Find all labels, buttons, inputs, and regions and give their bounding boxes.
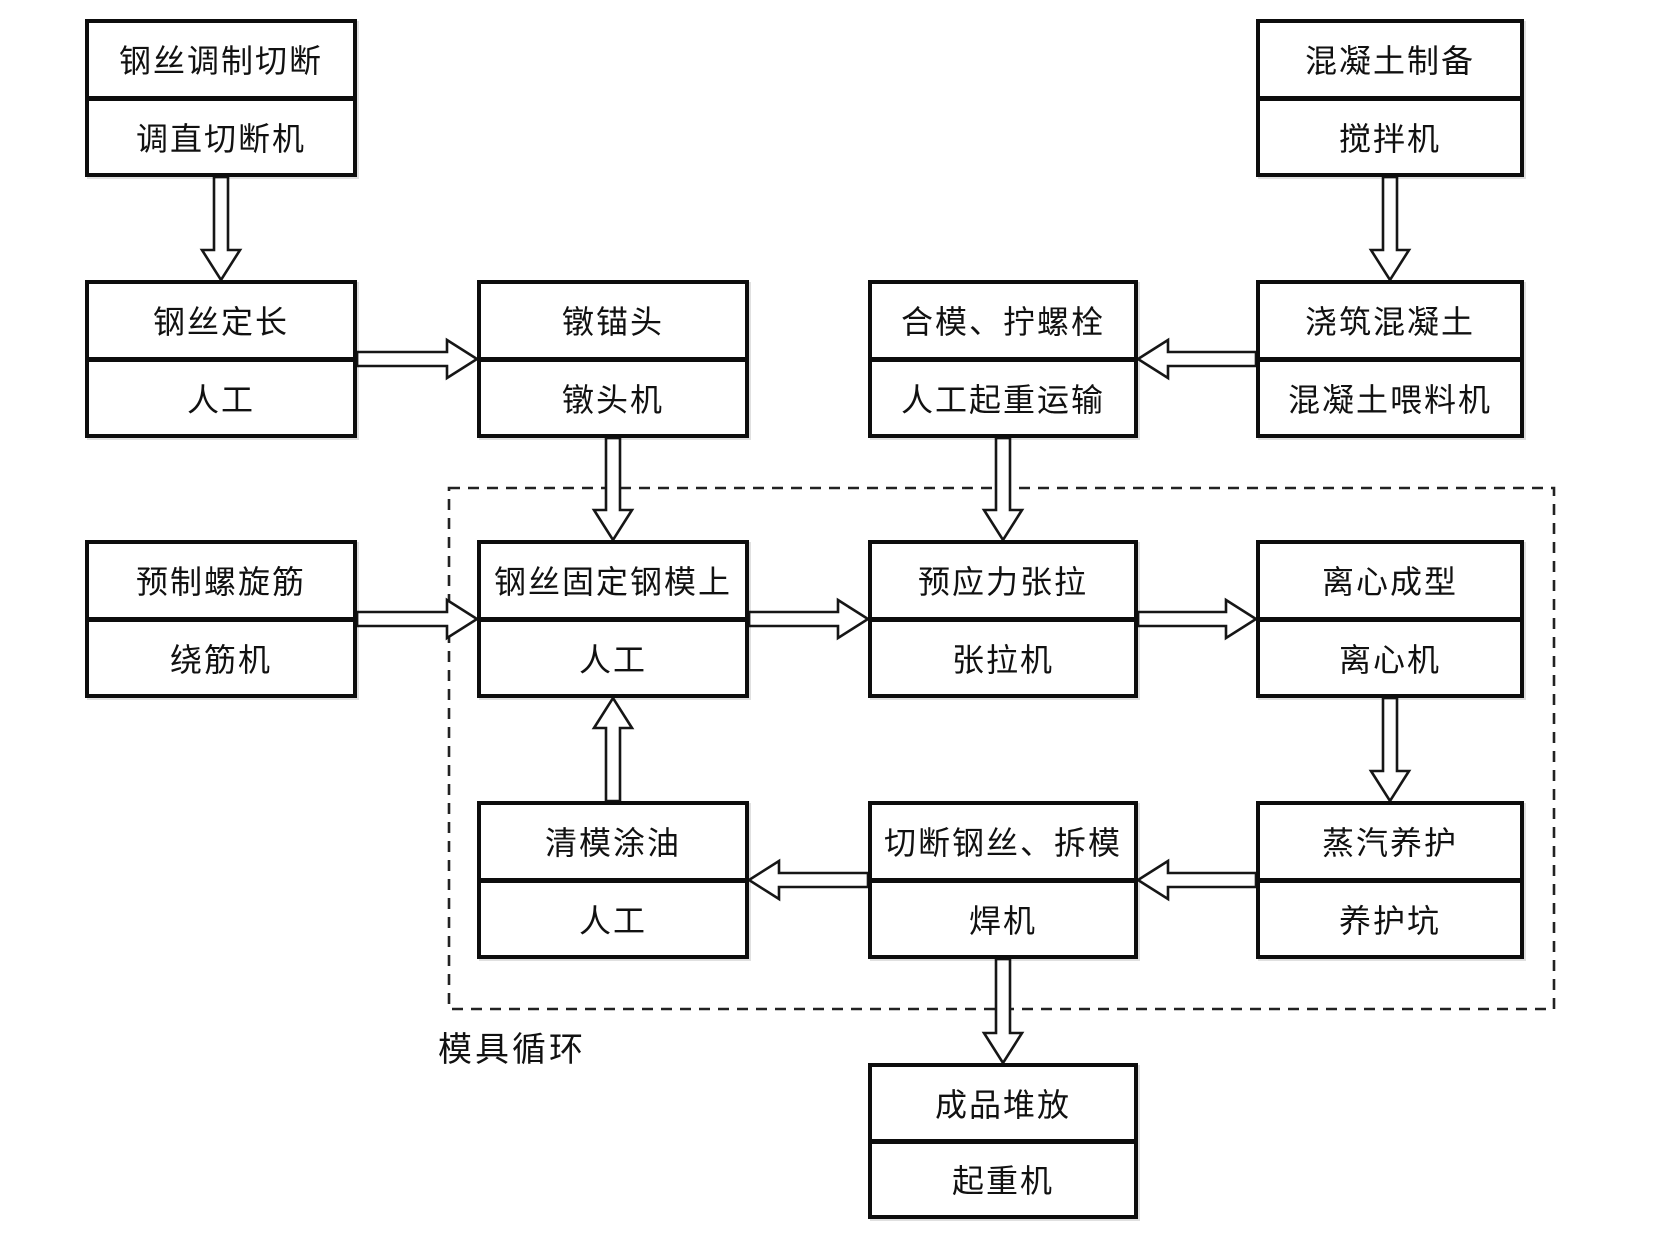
arrow-concrete-prep-to-pour-concrete bbox=[1368, 175, 1412, 283]
mold-cycle-label: 模具循环 bbox=[438, 1032, 586, 1069]
machine-label: 张拉机 bbox=[872, 616, 1134, 695]
machine-label: 焊机 bbox=[872, 877, 1134, 956]
machine-label: 人工 bbox=[481, 877, 745, 956]
arrow-upset-anchor-head-to-fix-wire-on-mold bbox=[591, 436, 635, 543]
process-label: 镦锚头 bbox=[561, 304, 664, 341]
process-label: 合模、拧螺栓 bbox=[900, 304, 1105, 341]
arrow-clean-oil-mold-to-fix-wire-on-mold bbox=[591, 695, 635, 803]
arrow-cut-wire-demold-to-clean-oil-mold bbox=[746, 858, 870, 902]
process-box-pour-concrete: 浇筑混凝土 混凝土喂料机 bbox=[1256, 280, 1524, 438]
machine-label: 人工起重运输 bbox=[872, 356, 1134, 435]
process-label: 混凝土制备 bbox=[1304, 43, 1475, 80]
process-box-fix-wire-on-mold: 钢丝固定钢模上 人工 bbox=[477, 540, 749, 698]
process-label: 蒸汽养护 bbox=[1321, 825, 1458, 862]
process-label: 离心成型 bbox=[1321, 564, 1458, 601]
machine-label: 镦头机 bbox=[481, 356, 745, 435]
process-box-centrifugal-forming: 离心成型 离心机 bbox=[1256, 540, 1524, 698]
process-label: 钢丝定长 bbox=[152, 304, 289, 341]
process-box-cut-wire-demold: 切断钢丝、拆模 焊机 bbox=[868, 801, 1138, 959]
machine-label: 搅拌机 bbox=[1260, 95, 1520, 174]
process-box-prefab-spiral-rebar: 预制螺旋筋 绕筋机 bbox=[85, 540, 357, 698]
process-box-wire-fixed-length: 钢丝定长 人工 bbox=[85, 280, 357, 438]
machine-label: 离心机 bbox=[1260, 616, 1520, 695]
process-box-concrete-prep: 混凝土制备 搅拌机 bbox=[1256, 19, 1524, 177]
process-box-product-stacking: 成品堆放 起重机 bbox=[868, 1063, 1138, 1219]
process-label: 成品堆放 bbox=[934, 1086, 1071, 1123]
machine-label: 人工 bbox=[89, 356, 353, 435]
arrow-wire-fixed-length-to-upset-anchor-head bbox=[355, 337, 480, 381]
process-label: 预应力张拉 bbox=[917, 564, 1088, 601]
process-box-clean-oil-mold: 清模涂油 人工 bbox=[477, 801, 749, 959]
arrow-wire-straighten-cut-to-wire-fixed-length bbox=[199, 175, 243, 283]
arrow-steam-curing-to-cut-wire-demold bbox=[1135, 858, 1258, 902]
process-label: 浇筑混凝土 bbox=[1304, 304, 1475, 341]
machine-label: 人工 bbox=[481, 616, 745, 695]
process-box-upset-anchor-head: 镦锚头 镦头机 bbox=[477, 280, 749, 438]
arrow-close-mold-bolts-to-prestress-tension bbox=[981, 436, 1025, 543]
arrow-cut-wire-demold-to-product-stacking bbox=[981, 957, 1025, 1066]
process-label: 钢丝调制切断 bbox=[118, 43, 323, 80]
process-box-steam-curing: 蒸汽养护 养护坑 bbox=[1256, 801, 1524, 959]
process-label: 预制螺旋筋 bbox=[135, 564, 306, 601]
process-box-prestress-tension: 预应力张拉 张拉机 bbox=[868, 540, 1138, 698]
machine-label: 绕筋机 bbox=[89, 616, 353, 695]
machine-label: 养护坑 bbox=[1260, 877, 1520, 956]
machine-label: 起重机 bbox=[872, 1138, 1134, 1216]
process-label: 钢丝固定钢模上 bbox=[493, 564, 732, 601]
process-label: 清模涂油 bbox=[544, 825, 681, 862]
process-label: 切断钢丝、拆模 bbox=[883, 825, 1122, 862]
arrow-fix-wire-on-mold-to-prestress-tension bbox=[747, 597, 871, 641]
arrow-prestress-tension-to-centrifugal-forming bbox=[1136, 597, 1259, 641]
arrow-prefab-spiral-rebar-to-fix-wire-on-mold bbox=[355, 597, 480, 641]
process-box-wire-straighten-cut: 钢丝调制切断 调直切断机 bbox=[85, 19, 357, 177]
process-box-close-mold-bolts: 合模、拧螺栓 人工起重运输 bbox=[868, 280, 1138, 438]
arrow-pour-concrete-to-close-mold-bolts bbox=[1135, 337, 1258, 381]
machine-label: 调直切断机 bbox=[89, 95, 353, 174]
machine-label: 混凝土喂料机 bbox=[1260, 356, 1520, 435]
arrow-centrifugal-forming-to-steam-curing bbox=[1368, 696, 1412, 804]
